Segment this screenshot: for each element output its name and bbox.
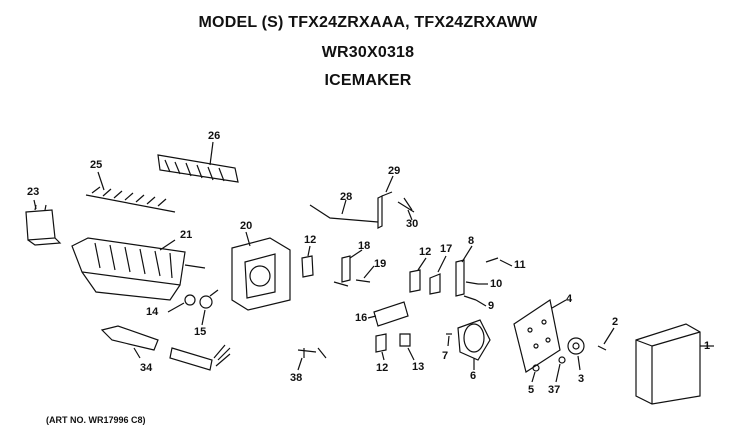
callout-15: 16 [355,312,368,324]
part-34-fillcup [100,325,159,359]
part-29-bracket [377,175,394,229]
part-2-screw [597,327,615,351]
callout-30: 30 [406,218,419,230]
callout-2: 2 [612,316,619,328]
callout-12-b: 12 [419,246,432,258]
callout-12-c: 12 [376,362,389,374]
part-6-motor [457,319,491,370]
part-21-mold [71,237,206,301]
part-13-spring [429,255,447,295]
callout-23: 23 [27,186,40,198]
callout-20: 20 [240,220,253,232]
callout-6: 6 [470,370,477,382]
part-18-bracket [333,249,363,287]
part-7-screw [446,333,452,347]
part-23-heater [25,199,62,246]
part-26-rail [157,141,239,183]
callout-1: 1 [704,340,711,352]
assembly-name: ICEMAKER [324,72,412,89]
part-17-cam [199,289,219,326]
callout-25: 25 [90,159,103,171]
part-9-screw [463,295,487,307]
part-3-gear [567,337,585,371]
callout-28: 28 [340,191,353,203]
callout-13: 17 [440,243,453,255]
callout-26: 26 [208,130,221,142]
callout-21: 21 [180,229,193,241]
part-8-bracket [455,245,473,297]
callout-5: 5 [528,384,535,396]
part-37-screw [555,356,566,383]
part-16-gear [167,294,196,313]
callout-3: 3 [578,373,585,385]
callout-12-a: 12 [304,234,317,246]
part-4-plate [513,299,567,373]
callout-4: 4 [566,293,573,305]
callout-17: 15 [194,326,207,338]
callout-37: 37 [548,384,561,396]
callout-11: 11 [514,259,526,271]
part-38-screw [297,347,327,371]
part-10-screw [465,281,488,285]
callout-29: 29 [388,165,401,177]
callout-9: 9 [488,300,495,312]
part-14-screw [399,333,415,361]
callout-7: 7 [442,350,449,362]
part-28-arm [309,199,379,223]
callout-38: 38 [290,372,303,384]
part-25-ejector [85,171,176,213]
part-30-clip [397,197,415,221]
part-11-screw [485,257,513,267]
art-number: (ART NO. WR17996 C8) [46,415,146,425]
part-12-switch-b [409,257,427,293]
callout-19: 19 [374,258,387,270]
callout-10: 10 [490,278,503,290]
part-12-switch-a [301,245,314,278]
part-number: WR30X0318 [321,44,415,61]
part-5-screw [531,364,540,383]
part-15-motor [367,301,409,327]
callout-14: 13 [412,361,425,373]
callout-18: 18 [358,240,371,252]
part-1-cover [635,323,714,405]
model-title: MODEL (S) TFX24ZRXAAA, TFX24ZRXAWW [198,14,538,31]
callout-34: 34 [140,362,153,374]
callout-8: 8 [468,235,475,247]
part-12-switch-c [375,333,387,361]
callout-16: 14 [146,306,159,318]
part-harness [169,344,231,371]
part-19-screw [355,265,375,283]
part-20-housing [231,231,291,311]
